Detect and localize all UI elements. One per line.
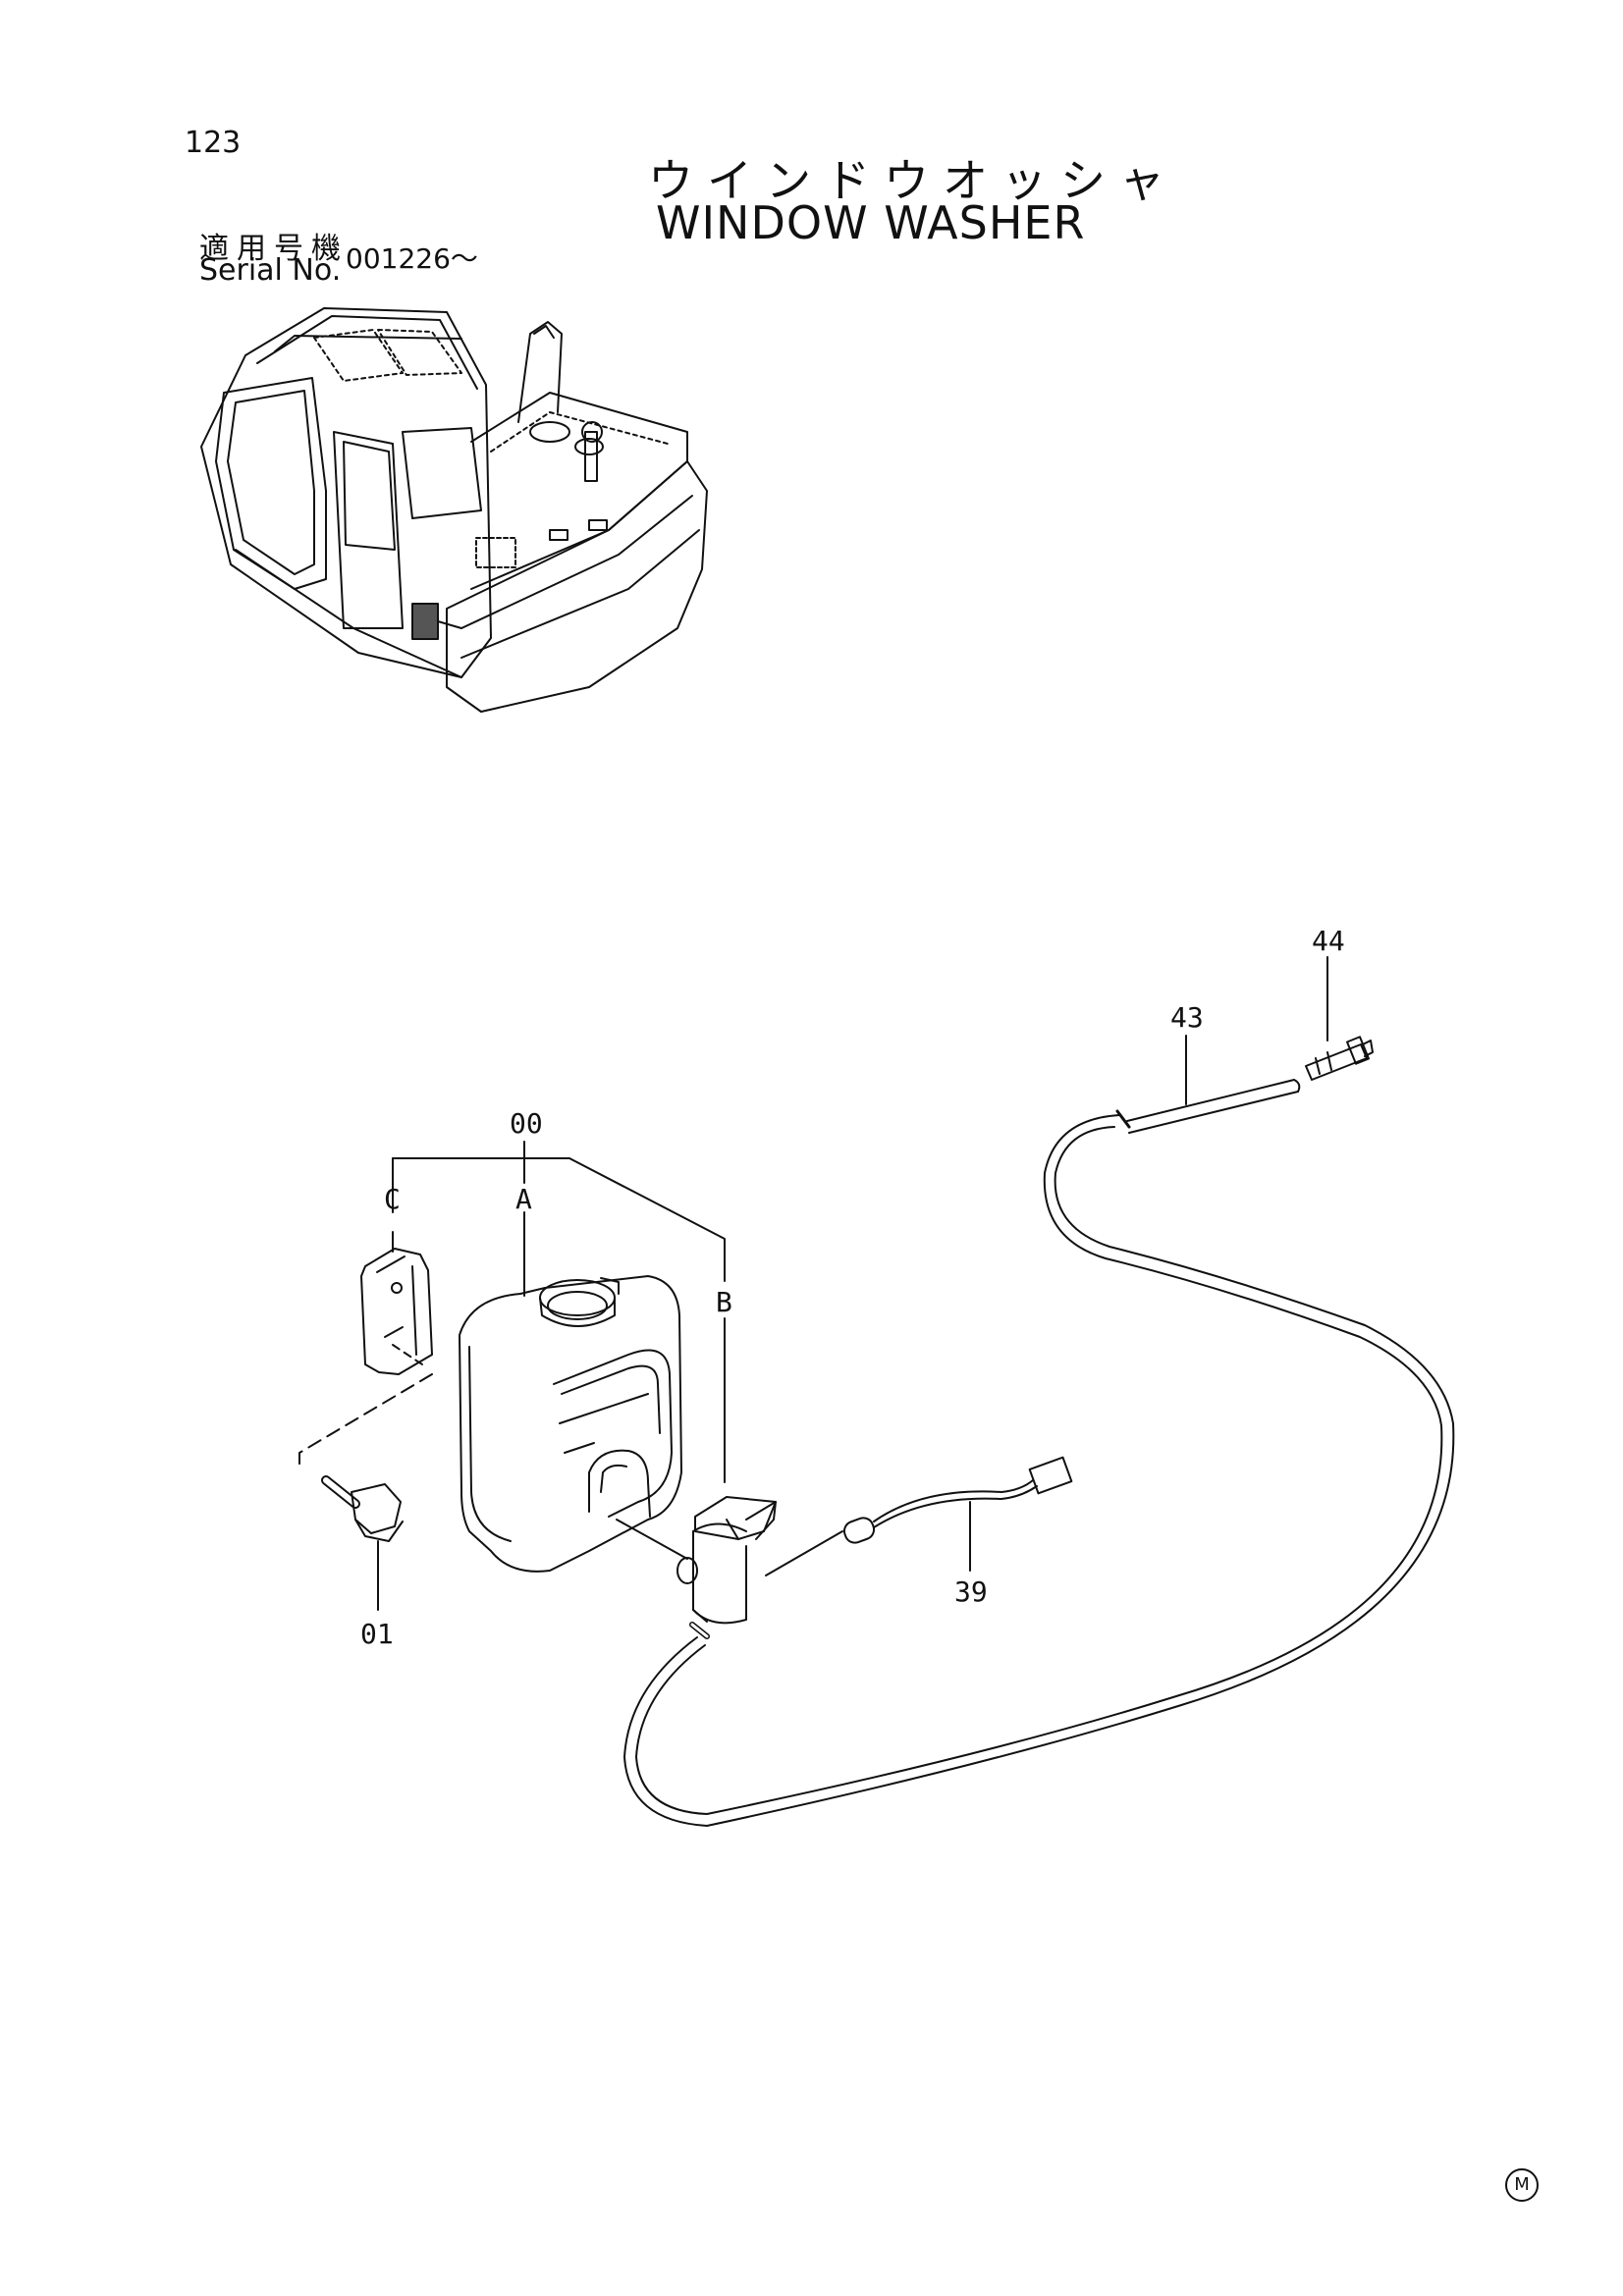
corner-mark: M [1505, 2168, 1539, 2202]
callout-hose: 43 [1170, 1001, 1204, 1034]
leader-lines [378, 957, 1327, 1610]
harness-part [841, 1458, 1071, 1546]
callout-sub-b: B [716, 1286, 732, 1318]
serial-number-value: 001226～ [346, 242, 478, 275]
callout-sub-c: C [384, 1183, 401, 1215]
page-number: 123 [185, 126, 242, 160]
washer-pump-part [677, 1497, 842, 1636]
title-english: WINDOW WASHER [656, 196, 1086, 249]
callout-nozzle: 44 [1312, 925, 1345, 957]
callout-harness: 39 [954, 1575, 988, 1608]
callout-sub-a: A [515, 1183, 532, 1215]
serial-label-english: Serial No. [199, 253, 342, 288]
washer-tank-part [460, 1276, 687, 1572]
bracket-part [299, 1249, 432, 1468]
excavator-locator-sketch [201, 308, 707, 712]
nozzle-part [1306, 1037, 1373, 1080]
callout-bolt: 01 [360, 1618, 394, 1650]
bolt-part [326, 1480, 403, 1541]
serial-label-japanese: 適用号機 [199, 232, 349, 266]
hose-part [624, 1080, 1453, 1826]
title-japanese: ウインドウオッシャ [648, 154, 1178, 207]
callout-assembly: 00 [510, 1107, 543, 1140]
